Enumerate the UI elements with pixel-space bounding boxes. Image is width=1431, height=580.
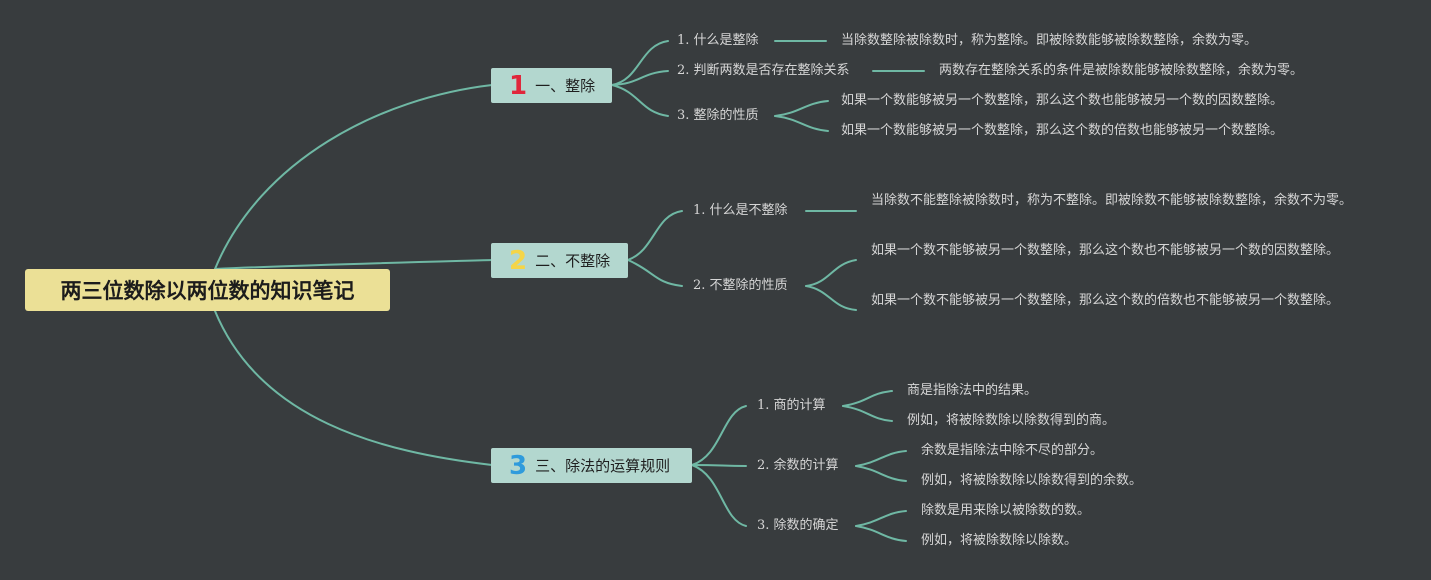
- link-b3-s3-d2: [855, 525, 907, 542]
- link-root-b1: [214, 84, 493, 270]
- branch-3-sub-2-detail-2: 例如，将被除数除以除数得到的余数。: [921, 473, 1143, 488]
- link-root-b2: [214, 259, 493, 270]
- branch-1-sub-3[interactable]: 3. 整除的性质: [677, 108, 759, 123]
- link-b1-s3: [611, 84, 669, 117]
- branch-3-sub-2-detail-1: 余数是指除法中除不尽的部分。: [921, 443, 1104, 458]
- link-b2-s2-d2: [805, 285, 857, 311]
- branch-3-sub-3-detail-1: 除数是用来除以被除数的数。: [921, 503, 1091, 518]
- link-b2-s2: [627, 259, 683, 287]
- branch-1-sub-2-detail-1: 两数存在整除关系的条件是被除数能够被除数整除，余数为零。: [939, 63, 1304, 78]
- branch-1-sub-1-detail-1: 当除数整除被除数时，称为整除。即被除数能够被除数整除，余数为零。: [841, 33, 1258, 48]
- branch-3-sub-3[interactable]: 3. 除数的确定: [757, 518, 839, 533]
- branch-3-sub-2[interactable]: 2. 余数的计算: [757, 458, 839, 473]
- branch-2-sub-2-detail-2: 如果一个数不能够被另一个数整除，那么这个数的倍数也不能够被另一个数整除。: [871, 293, 1340, 308]
- link-b3-s2: [691, 464, 747, 467]
- link-b1-s1: [611, 40, 669, 86]
- branch-3-sub-1-detail-1: 商是指除法中的结果。: [907, 383, 1038, 398]
- branch-2-sub-1[interactable]: 1. 什么是不整除: [693, 203, 788, 218]
- link-b1-s3-d2: [774, 115, 829, 132]
- branch-1[interactable]: 1 一、整除: [491, 68, 612, 103]
- branch-2-sub-2[interactable]: 2. 不整除的性质: [693, 278, 788, 293]
- root-title: 两三位数除以两位数的知识笔记: [60, 279, 355, 303]
- branch-1-sub-1[interactable]: 1. 什么是整除: [677, 33, 759, 48]
- branch-2-sub-2-detail-1: 如果一个数不能够被另一个数整除，那么这个数也不能够被另一个数的因数整除。: [871, 243, 1340, 258]
- branch-1-sub-3-detail-1: 如果一个数能够被另一个数整除，那么这个数也能够被另一个数的因数整除。: [841, 93, 1284, 108]
- link-b3-s3: [691, 464, 747, 527]
- branch-1-sub-3-detail-2: 如果一个数能够被另一个数整除，那么这个数的倍数也能够被另一个数整除。: [841, 123, 1284, 138]
- branch-3-sub-1-detail-2: 例如，将被除数除以除数得到的商。: [907, 413, 1116, 428]
- link-b3-s1: [691, 405, 747, 466]
- link-b3-s3-d1: [855, 510, 907, 527]
- number-three-icon: 3: [509, 450, 528, 481]
- link-b2-s1: [627, 210, 683, 261]
- number-one-icon: 1: [509, 70, 528, 101]
- link-root-b3: [214, 310, 493, 466]
- branch-2-label: 二、不整除: [535, 252, 611, 270]
- root-topic[interactable]: 两三位数除以两位数的知识笔记: [25, 269, 390, 311]
- branch-1-label: 一、整除: [535, 77, 596, 95]
- branch-3-sub-1[interactable]: 1. 商的计算: [757, 398, 826, 413]
- branch-2[interactable]: 2 二、不整除: [491, 243, 628, 278]
- link-b3-s1-d2: [842, 405, 893, 422]
- branch-3-sub-3-detail-2: 例如，将被除数除以除数。: [921, 533, 1078, 548]
- branch-2-sub-1-detail-1: 当除数不能整除被除数时，称为不整除。即被除数不能够被除数整除，余数不为零。: [871, 193, 1353, 208]
- link-b1-s2: [611, 70, 669, 86]
- link-b1-s3-d1: [774, 100, 829, 117]
- link-b3-s2-d2: [855, 465, 907, 482]
- link-b3-s1-d1: [842, 390, 893, 407]
- number-two-icon: 2: [509, 245, 528, 276]
- branch-3-label: 三、除法的运算规则: [535, 457, 671, 475]
- link-b2-s2-d1: [805, 259, 857, 287]
- branch-3[interactable]: 3 三、除法的运算规则: [491, 448, 692, 483]
- link-b3-s2-d1: [855, 450, 907, 467]
- branch-1-sub-2[interactable]: 2. 判断两数是否存在整除关系: [677, 63, 850, 78]
